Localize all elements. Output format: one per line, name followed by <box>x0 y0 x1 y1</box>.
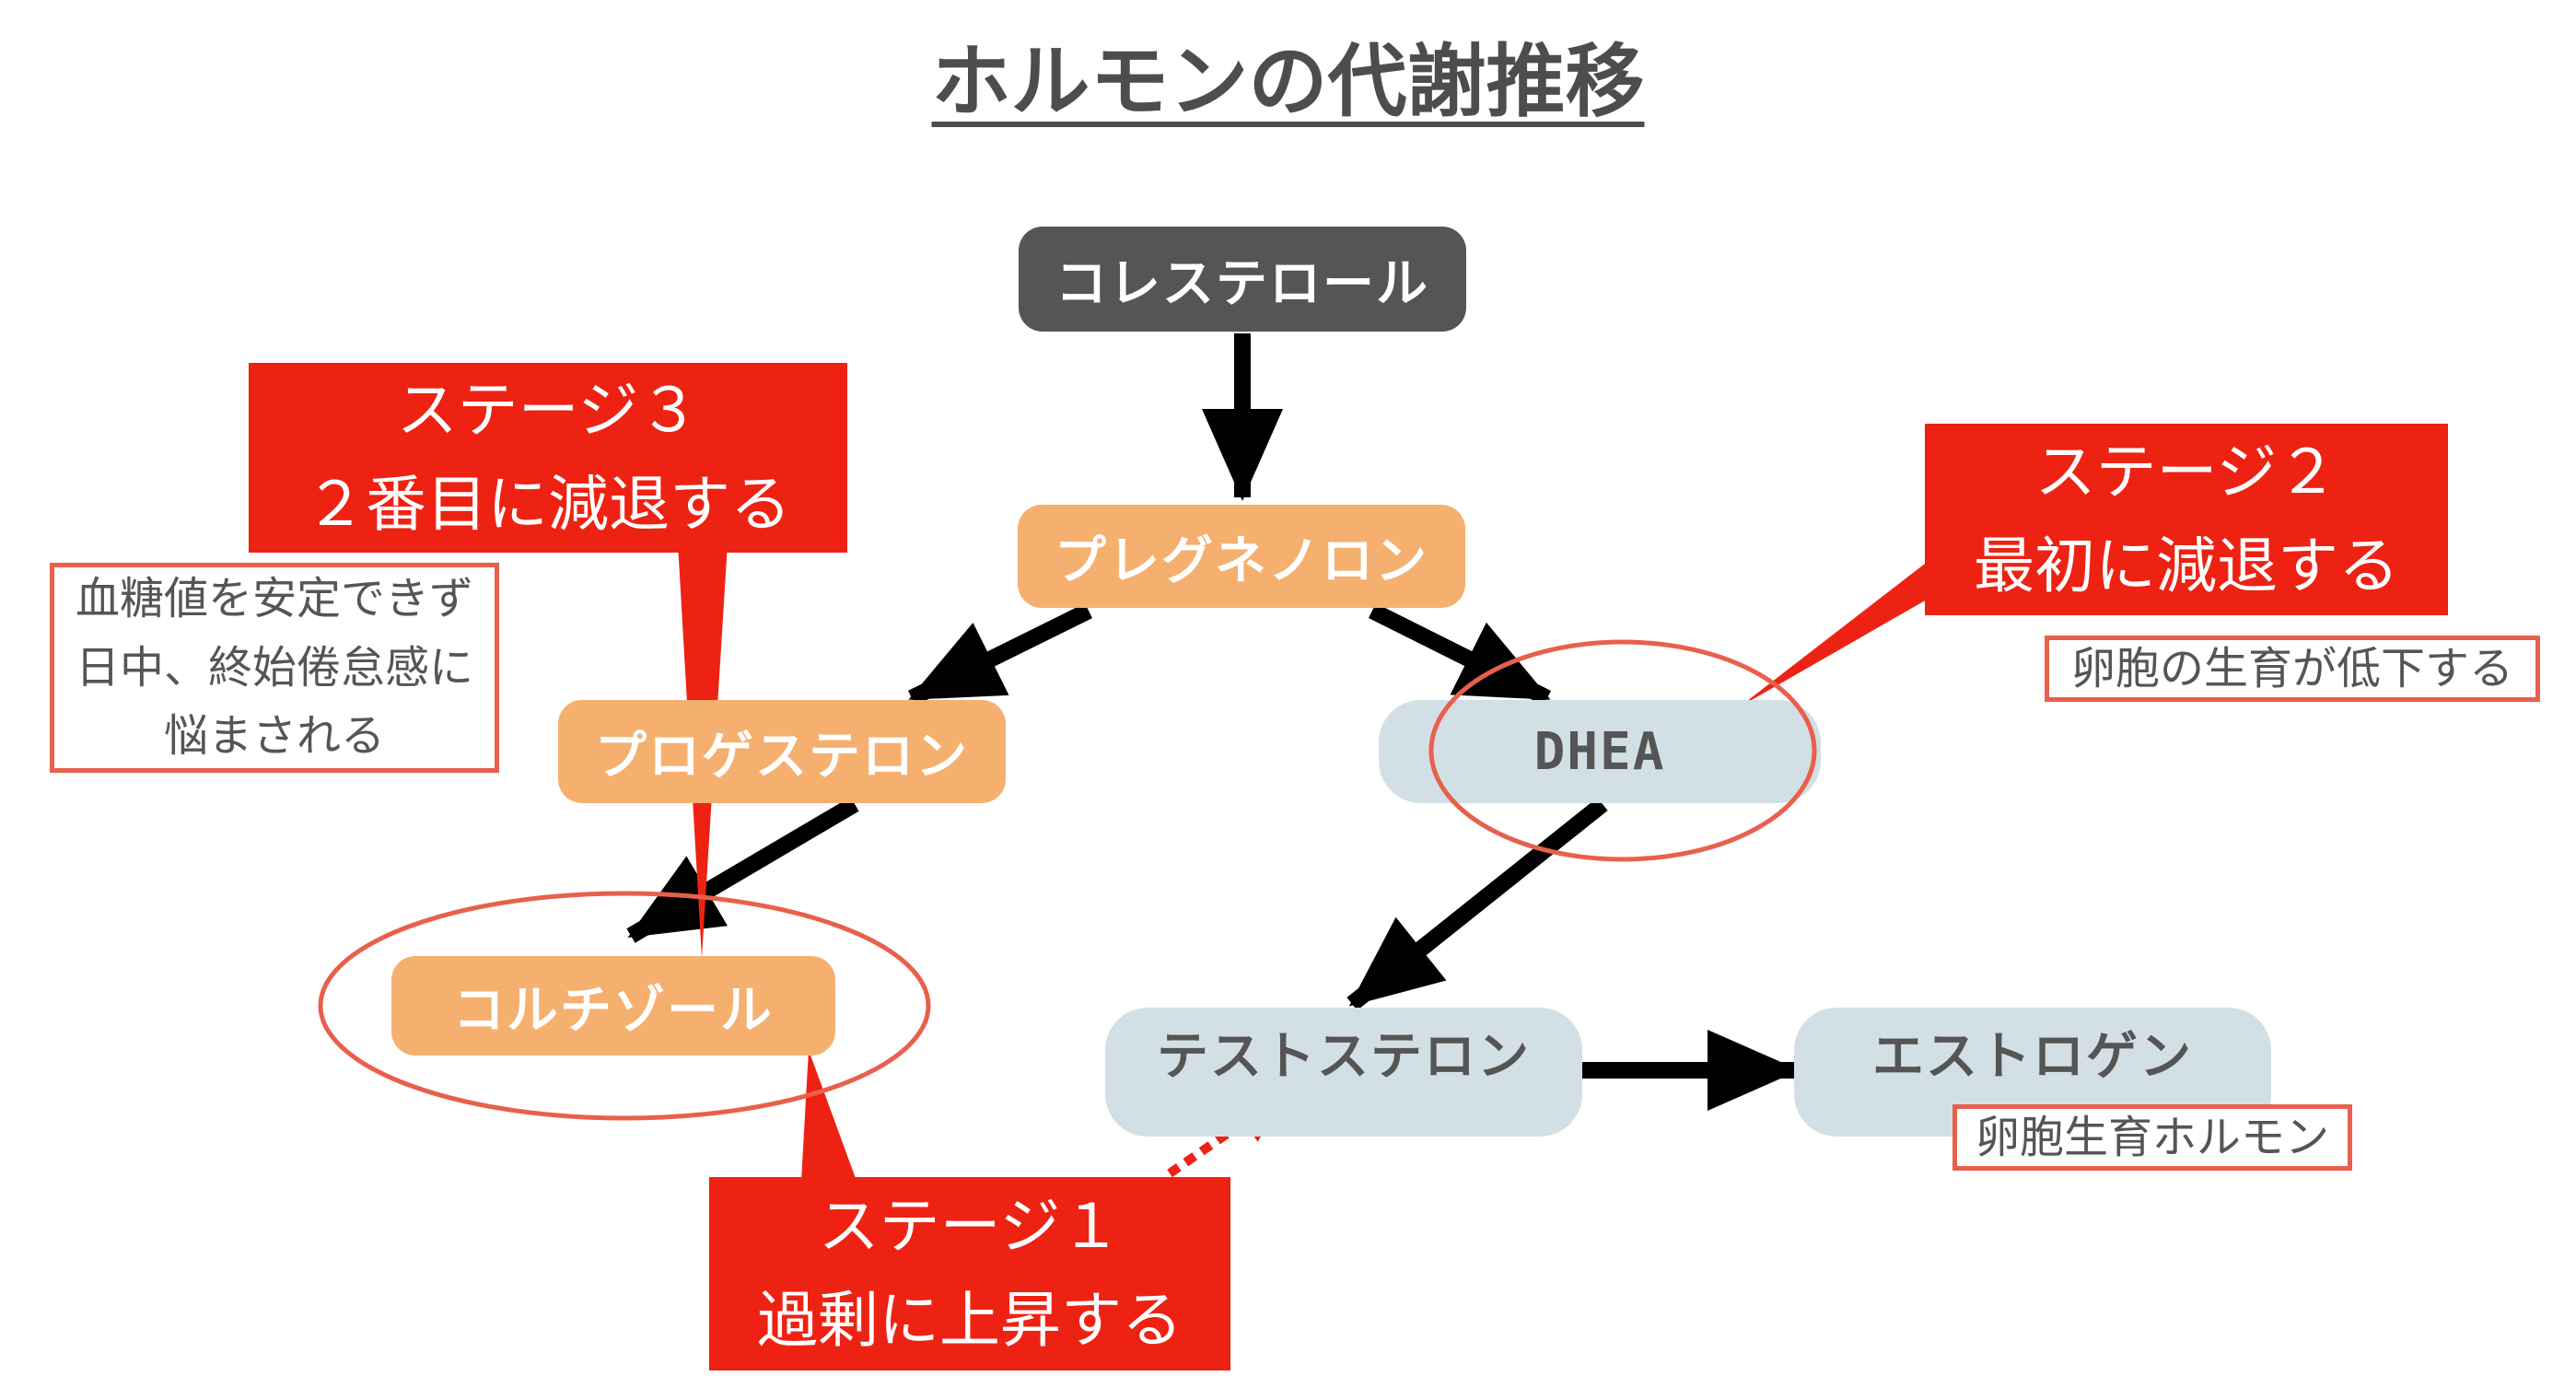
node-dhea: DHEA <box>1379 700 1821 803</box>
stage3-callout-line1: ステージ３ <box>396 374 700 446</box>
node-testosterone: テストステロン <box>1105 1008 1582 1137</box>
stage3-callout-line2: ２番目に減退する <box>305 469 791 540</box>
node-cortisol-label: コルチゾール <box>453 980 774 1041</box>
node-pregnenolone-label: プレグネノロン <box>1055 531 1428 591</box>
node-estrogen-label: エストロゲン <box>1872 1027 2193 1087</box>
stage2-callout-line1: ステージ２ <box>2034 436 2338 507</box>
diagram-title-text: ホルモンの代謝推移 <box>931 36 1645 128</box>
node-cholesterol: コレステロール <box>1019 227 1466 332</box>
stage2-callout: ステージ２ 最初に減退する <box>1925 424 2448 615</box>
node-testosterone-label: テストステロン <box>1157 1027 1531 1087</box>
follicle-hormone-note-text: 卵胞生育ホルモン <box>1975 1111 2329 1163</box>
arrow-pregnenolone-to-dhea <box>1368 602 1552 706</box>
arrow-dhea-to-testosterone <box>1346 797 1608 1011</box>
arrow-progesterone-to-cortisol <box>626 797 859 943</box>
blood-sugar-note-line1: 血糖値を安定できず <box>75 573 473 625</box>
node-cortisol: コルチゾール <box>391 956 835 1056</box>
node-progesterone-label: プロゲステロン <box>595 726 969 787</box>
node-dhea-label: DHEA <box>1533 721 1666 782</box>
stage1-callout-line2: 過剰に上昇する <box>757 1285 1183 1356</box>
node-pregnenolone: プレグネノロン <box>1018 505 1465 608</box>
follicle-hormone-note: 卵胞生育ホルモン <box>1952 1104 2352 1171</box>
blood-sugar-note-line2: 日中、終始倦怠感に <box>75 641 473 694</box>
arrow-pregnenolone-to-progesterone <box>908 602 1092 706</box>
diagram-title: ホルモンの代謝推移 <box>0 17 2576 132</box>
follicle-decline-note-text: 卵胞の生育が低下する <box>2070 642 2513 694</box>
blood-sugar-note-line3: 悩まされる <box>163 710 385 763</box>
stage1-callout-line1: ステージ１ <box>818 1190 1122 1262</box>
node-cholesterol-label: コレステロール <box>1055 253 1429 314</box>
blood-sugar-note: 血糖値を安定できず 日中、終始倦怠感に 悩まされる <box>50 563 499 773</box>
stage1-pointer <box>801 1050 857 1181</box>
stage1-callout: ステージ１ 過剰に上昇する <box>709 1177 1230 1371</box>
stage2-callout-line2: 最初に減退する <box>1974 531 2399 601</box>
stage3-callout: ステージ３ ２番目に減退する <box>249 363 847 553</box>
follicle-decline-note: 卵胞の生育が低下する <box>2045 636 2540 702</box>
node-progesterone: プロゲステロン <box>558 700 1006 803</box>
